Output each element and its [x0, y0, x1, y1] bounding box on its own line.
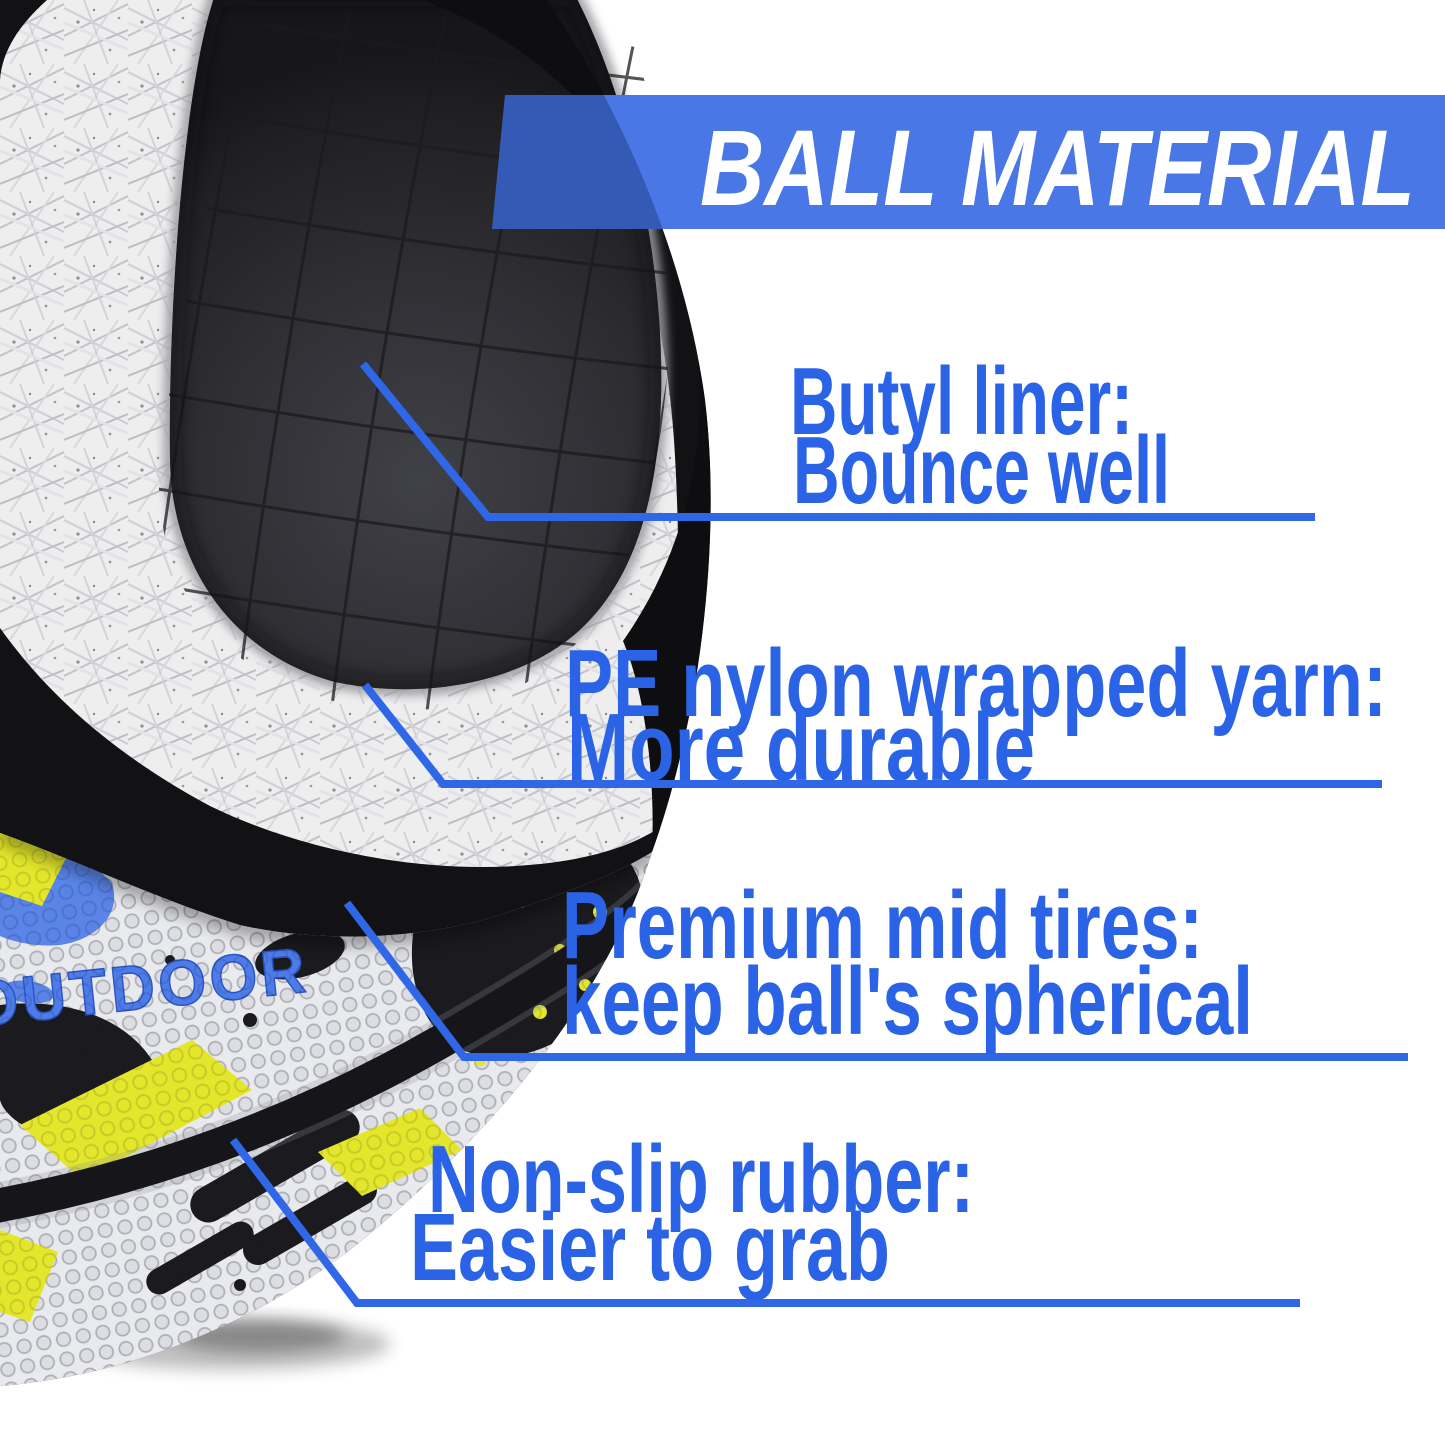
label-butyl-liner-line2: Bounce well — [793, 417, 1170, 524]
rubber-crescent — [276, 0, 711, 852]
leader-line-non-slip — [229, 1137, 1300, 1307]
leader-line-mid-tires — [343, 900, 1408, 1061]
leader-line-pe-nylon-yarn — [361, 682, 1382, 788]
label-non-slip-line1: Non-slip rubber: — [428, 1126, 974, 1233]
label-pe-nylon-yarn-line2: More durable — [567, 694, 1035, 801]
label-pe-nylon-yarn-line1: PE nylon wrapped yarn: — [565, 630, 1387, 737]
label-mid-tires-line1: Premium mid tires: — [562, 872, 1203, 979]
leader-line-butyl-liner — [359, 361, 1315, 521]
title-banner: BALL MATERIAL — [492, 95, 1445, 229]
callout-labels: Butyl liner: Bounce well PE nylon wrappe… — [410, 348, 1387, 1301]
banner-background — [492, 95, 1445, 229]
leader-lines — [229, 361, 1408, 1307]
label-mid-tires-line2: keep ball's spherical — [562, 948, 1253, 1055]
channel-groove — [0, 875, 652, 1230]
label-butyl-liner-line1: Butyl liner: — [790, 348, 1133, 455]
label-non-slip-line2: Easier to grab — [410, 1194, 890, 1301]
banner-title: BALL MATERIAL — [700, 107, 1415, 228]
